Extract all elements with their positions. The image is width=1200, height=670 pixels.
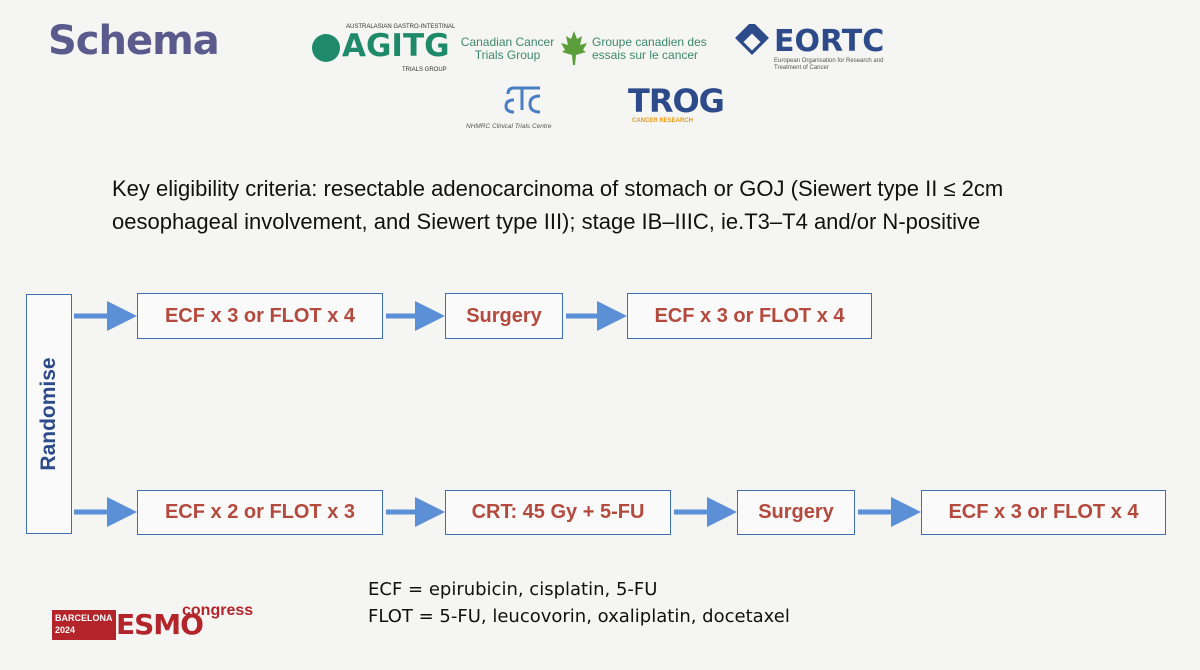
arm2-step-2: CRT: 45 Gy + 5-FU: [445, 490, 671, 535]
eligibility-criteria: Key eligibility criteria: resectable ade…: [112, 176, 1004, 234]
eortc-logo: EORTC European Organisation for Research…: [732, 22, 892, 71]
maple-leaf-icon: [561, 31, 587, 65]
legend-ecf: ECF = epirubicin, cisplatin, 5-FU: [368, 579, 658, 600]
legend-flot: FLOT = 5-FU, leucovorin, oxaliplatin, do…: [368, 606, 790, 627]
agitg-emblem-icon: [312, 34, 340, 62]
agitg-logo: AUSTRALASIAN GASTRO-INTESTINAL AGITG TRI…: [312, 22, 455, 74]
arm1-step-3: ECF x 3 or FLOT x 4: [627, 293, 872, 339]
arm2-step-4: ECF x 3 or FLOT x 4: [921, 490, 1166, 535]
trog-logo: TROG CANCER RESEARCH: [628, 82, 725, 124]
randomise-label: Randomise: [37, 357, 60, 471]
slide-title: Schema: [48, 18, 220, 64]
ctc-emblem-icon: [504, 86, 541, 114]
cctg-logo: Canadian Cancer Trials Group Groupe cana…: [460, 30, 720, 70]
eortc-emblem-icon: [735, 24, 769, 55]
nhmrc-logo: NHMRC Clinical Trials Centre: [466, 80, 586, 135]
arm1-step-1: ECF x 3 or FLOT x 4: [137, 293, 383, 339]
arm2-step-1: ECF x 2 or FLOT x 3: [137, 490, 383, 535]
arm1-step-2: Surgery: [445, 293, 563, 339]
abbreviation-legend: ECF = epirubicin, cisplatin, 5-FU FLOT =…: [368, 576, 790, 630]
arm2-step-3: Surgery: [737, 490, 855, 535]
randomise-box: Randomise: [26, 294, 72, 534]
esmo-congress-logo: BARCELONA 2024 ESMO congress: [52, 600, 253, 645]
